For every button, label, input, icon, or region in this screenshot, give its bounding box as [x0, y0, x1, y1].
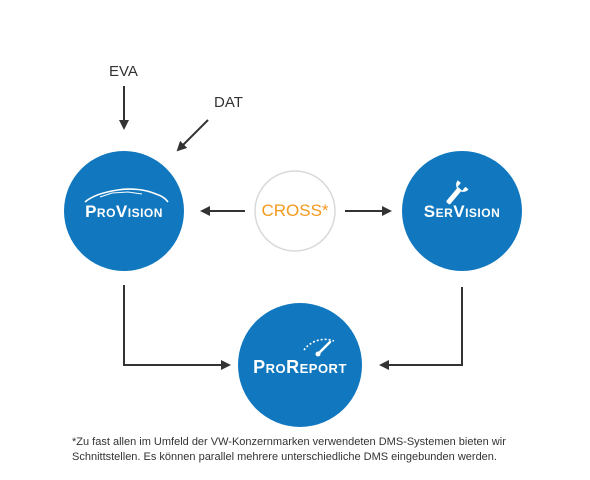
eva-label: EVA — [109, 63, 138, 80]
dat-label: DAT — [214, 94, 243, 111]
provision-to-proreport-arrow — [123, 285, 231, 370]
proreport-circle — [238, 303, 362, 427]
cross-circle — [254, 170, 336, 252]
proreport-label: ProReport — [253, 357, 347, 377]
servision-to-proreport-arrow — [379, 287, 463, 370]
provision-label: ProVision — [85, 202, 163, 221]
footnote-line-2: Schnittstellen. Es können parallel mehre… — [72, 451, 497, 463]
servision-label: SerVision — [423, 202, 501, 221]
servision-circle — [402, 151, 522, 271]
cross-label: CROSS* — [261, 201, 329, 220]
car-silhouette-icon — [84, 188, 169, 203]
speedometer-icon — [303, 338, 335, 357]
footnote-line-1: *Zu fast allen im Umfeld der VW-Konzernm… — [72, 436, 506, 448]
dat-arrow — [176, 119, 209, 152]
provision-circle — [64, 151, 184, 271]
wrench-icon — [446, 180, 469, 205]
footnote: *Zu fast allen im Umfeld der VW-Konzernm… — [72, 435, 542, 465]
